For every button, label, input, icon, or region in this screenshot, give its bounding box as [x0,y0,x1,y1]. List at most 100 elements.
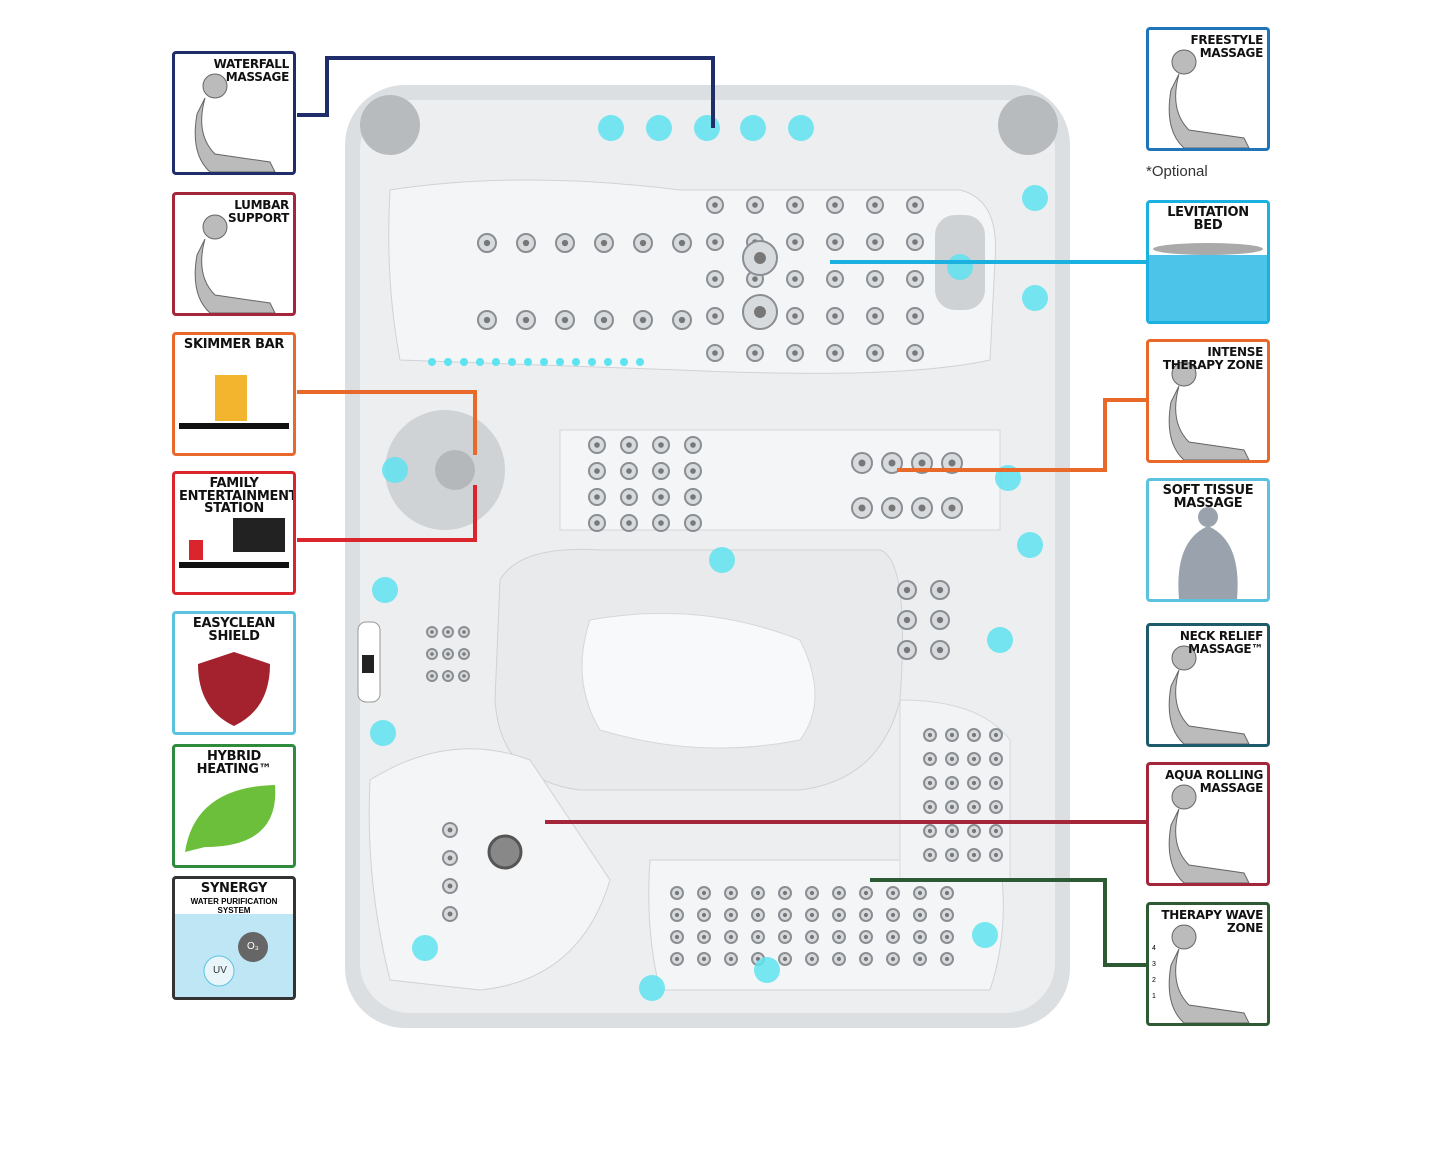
led-light [598,115,624,141]
entertainment-tray-icon [179,518,289,568]
feature-aqua: AQUA ROLLING MASSAGE [1146,762,1270,886]
jet-nozzle [836,956,842,962]
wave-level-1: 1 [1152,993,1156,1000]
jet-nozzle [752,350,758,356]
jet-nozzle [639,316,647,324]
jet-nozzle [993,828,999,834]
led-light [788,115,814,141]
feature-family: FAMILY ENTERTAINMENT STATION [172,471,296,595]
rolling-arrow-icon [1168,784,1250,883]
led-light [646,115,672,141]
jet-nozzle [858,459,866,467]
jet-nozzle [993,732,999,738]
jet-nozzle [447,855,453,861]
corner-seat [368,748,611,991]
hot-tub [345,85,1070,1028]
jet-nozzle [483,239,491,247]
jet-nozzle [626,494,632,500]
jet-nozzle [446,674,450,678]
feature-lumbar: LUMBAR SUPPORT [172,192,296,316]
jet-nozzle [728,934,734,940]
jet-nozzle [936,586,944,594]
led-strip-light [508,358,516,366]
jet-nozzle [674,934,680,940]
badge-1: UV [213,965,227,976]
jet-nozzle [792,202,798,208]
jet-nozzle [993,756,999,762]
jet-nozzle [712,202,718,208]
feature-sublabel: WATER PURIFICATION SYSTEM [190,897,278,915]
jet-nozzle [594,494,600,500]
jet-nozzle [446,630,450,634]
feature-label: THERAPY WAVE ZONE [1161,908,1263,935]
jet-nozzle [755,912,761,918]
feature-label: SYNERGY [200,881,268,896]
jet-nozzle [701,890,707,896]
led-light [709,547,735,573]
jet-nozzle [712,276,718,282]
jet-nozzle [447,883,453,889]
jet-nozzle [600,316,608,324]
led-strip-light [636,358,644,366]
jet-nozzle [890,956,896,962]
jet-nozzle [944,912,950,918]
feature-softtissue: SOFT TISSUE MASSAGE [1146,478,1270,602]
feature-label: FAMILY ENTERTAINMENT STATION [179,476,296,516]
jet-nozzle [690,494,696,500]
jet-nozzle [430,652,434,656]
jet-nozzle [888,459,896,467]
jet-nozzle [447,827,453,833]
waterfall-valve-icon[interactable] [487,834,523,870]
jet-nozzle [446,652,450,656]
jet-nozzle [658,494,664,500]
jet-nozzle [483,316,491,324]
jet-nozzle [639,239,647,247]
jet-nozzle [890,912,896,918]
led-light [947,254,973,280]
jet-nozzle [658,442,664,448]
jet-nozzle [522,316,530,324]
jet-nozzle [728,912,734,918]
jet-nozzle [872,313,878,319]
jet-nozzle [832,202,838,208]
shield-icon [198,652,270,726]
jet-nozzle [944,934,950,940]
wave-level-2: 2 [1152,977,1156,984]
jet-nozzle [522,239,530,247]
neck-jets-icon [1168,645,1250,744]
feature-hybrid: HYBRID HEATING™ [172,744,296,868]
jet-nozzle [903,616,911,624]
feature-label: LUMBAR SUPPORT [228,198,289,225]
jet-nozzle [462,674,466,678]
jet-nozzle [809,890,815,896]
led-light [1022,185,1048,211]
jet-nozzle [918,504,926,512]
leaf-icon [185,785,276,852]
jet-nozzle [600,239,608,247]
jet-nozzle [754,306,766,318]
jet-nozzle [917,934,923,940]
led-light [370,720,396,746]
jet-nozzle [927,828,933,834]
jet-nozzle [728,890,734,896]
led-light [639,975,665,1001]
led-light [1022,285,1048,311]
jet-nozzle [832,350,838,356]
back-muscles-icon [1178,507,1238,599]
skimmer-connector [297,390,477,455]
led-light [412,935,438,961]
wave-level-3: 3 [1152,961,1156,968]
jet-nozzle [701,912,707,918]
wave-jets-icon [1168,924,1250,1023]
jet-nozzle [809,912,815,918]
jet-nozzle [836,912,842,918]
jet-nozzle [912,313,918,319]
jet-nozzle [927,852,933,858]
feature-label: AQUA ROLLING MASSAGE [1165,768,1263,795]
jet-nozzle [712,313,718,319]
jet-nozzle [917,912,923,918]
wave-connector [870,878,1147,967]
jet-nozzle [918,459,926,467]
jet-nozzle [752,202,758,208]
